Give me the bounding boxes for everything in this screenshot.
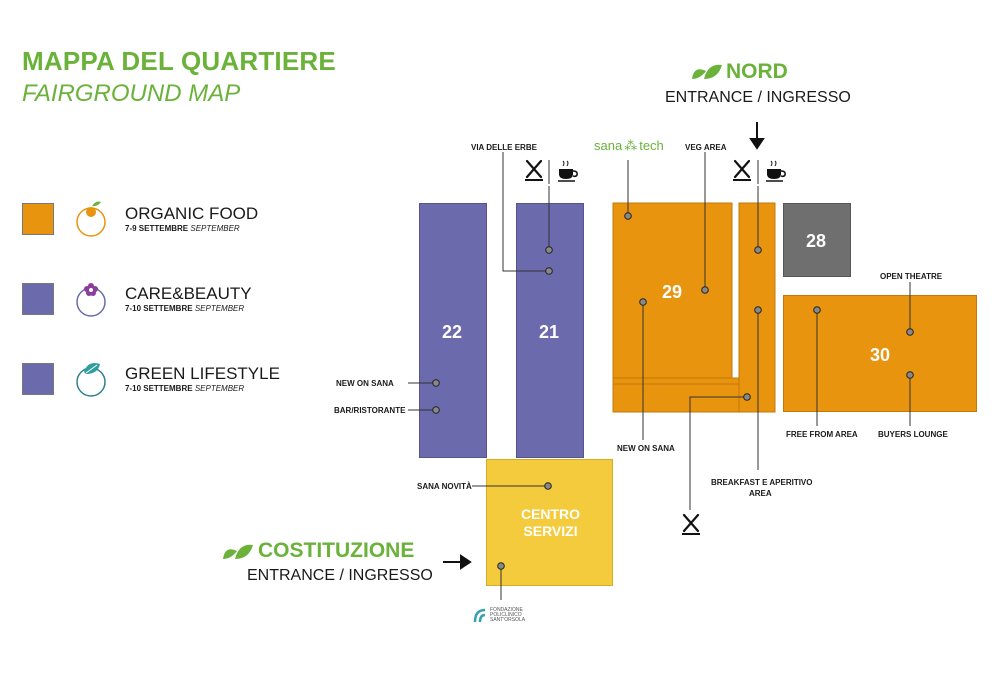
legend-swatch-organic — [22, 203, 54, 235]
legend-dates-organic: 7-9 SETTEMBRE SEPTEMBER — [125, 224, 240, 233]
label-free-from: FREE FROM AREA — [786, 430, 858, 439]
label-breakfast-1: BREAKFAST E APERITIVO — [711, 478, 813, 487]
flower-icon — [76, 283, 106, 317]
restaurant-icon-nord — [733, 159, 751, 181]
label-buyers-lounge: BUYERS LOUNGE — [878, 430, 948, 439]
legend-name-care: CARE&BEAUTY — [125, 284, 252, 303]
orange-fruit-icon — [76, 201, 106, 237]
entrance-nord-name: NORD — [726, 60, 788, 83]
label-veg-area: VEG AREA — [685, 143, 727, 152]
hall-30[interactable]: 30 — [783, 295, 977, 412]
label-new-on-sana-mid: NEW ON SANA — [617, 444, 675, 453]
hall-21-number: 21 — [539, 322, 560, 342]
fondazione-logo-icon — [473, 608, 486, 623]
label-bar-ristorante: BAR/RISTORANTE — [334, 406, 406, 415]
map-subtitle: FAIRGROUND MAP — [22, 80, 241, 107]
hall-28[interactable]: 28 — [783, 203, 851, 277]
entrance-costituzione-sub: ENTRANCE / INGRESSO — [247, 567, 433, 584]
cafe-icon-nord — [766, 160, 786, 182]
leaf-icon-costituzione — [223, 544, 253, 559]
hall-30-number: 30 — [870, 345, 891, 365]
label-open-theatre: OPEN THEATRE — [880, 272, 943, 281]
legend-name-organic: ORGANIC FOOD — [125, 204, 259, 223]
label-new-on-sana-left: NEW ON SANA — [336, 379, 394, 388]
hall-22-number: 22 — [442, 322, 463, 342]
cafe-icon — [558, 160, 578, 182]
hall-29-number: 29 — [662, 282, 683, 302]
hall-22[interactable]: 22 — [419, 203, 487, 458]
legend-dates-green: 7-10 SETTEMBRE SEPTEMBER — [125, 384, 245, 393]
restaurant-icon — [525, 159, 543, 181]
sanatech-logo: sana⁂tech — [594, 138, 664, 153]
entrance-costituzione-name: COSTITUZIONE — [258, 539, 415, 562]
legend-dates-care: 7-10 SETTEMBRE SEPTEMBER — [125, 304, 245, 313]
legend-swatch-care — [22, 283, 54, 315]
hall-28-number: 28 — [806, 231, 827, 251]
leaf-icon-nord — [692, 64, 722, 79]
label-breakfast-2: AREA — [749, 489, 772, 498]
legend-swatch-green — [22, 363, 54, 395]
label-via-delle-erbe: VIA DELLE ERBE — [471, 143, 537, 152]
hall-21[interactable]: 21 — [516, 203, 584, 458]
entrance-nord-sub: ENTRANCE / INGRESSO — [665, 89, 851, 106]
restaurant-icon-breakfast — [682, 513, 700, 535]
label-sana-novita: SANA NOVITÀ — [417, 482, 472, 491]
leaf-icon — [76, 363, 106, 397]
hall-29[interactable] — [610, 200, 780, 415]
legend-name-green: GREEN LIFESTYLE — [125, 364, 280, 383]
map-title: MAPPA DEL QUARTIERE — [22, 46, 336, 76]
